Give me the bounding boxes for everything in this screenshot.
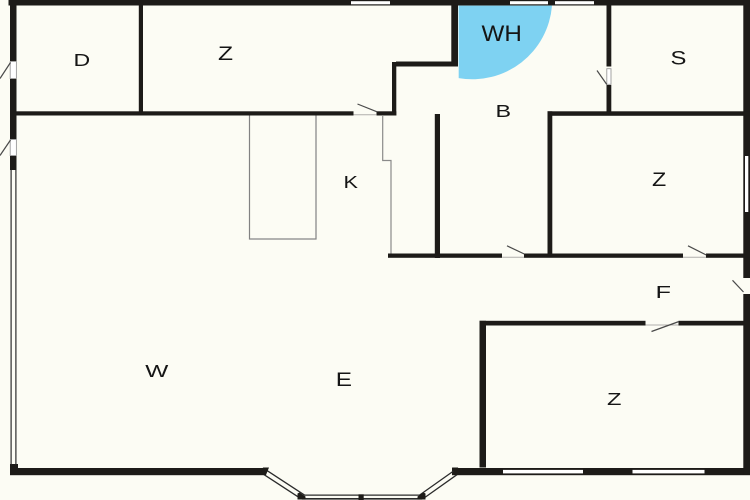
svg-text:B: B	[496, 102, 512, 121]
svg-text:D: D	[74, 50, 91, 70]
svg-text:E: E	[336, 369, 352, 391]
svg-text:Z: Z	[607, 390, 622, 410]
svg-text:F: F	[656, 282, 672, 302]
svg-text:S: S	[671, 47, 687, 69]
svg-text:Z: Z	[218, 43, 233, 65]
svg-text:W: W	[145, 361, 169, 381]
svg-text:WH: WH	[482, 21, 522, 46]
svg-text:Z: Z	[652, 169, 666, 191]
svg-text:K: K	[344, 173, 359, 193]
